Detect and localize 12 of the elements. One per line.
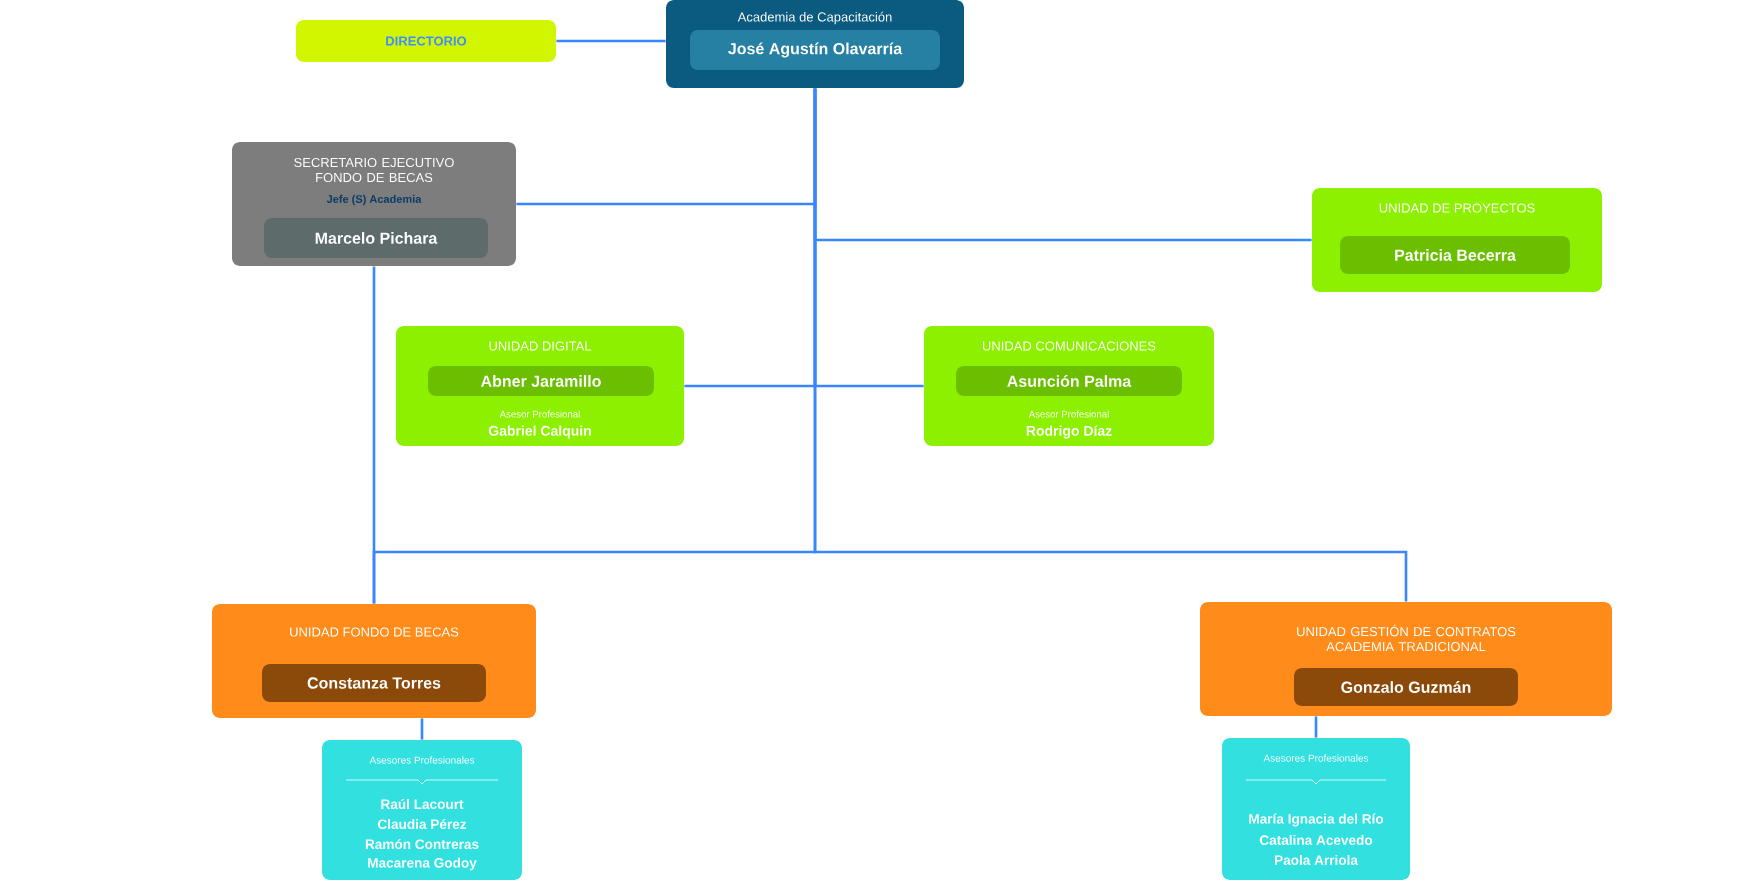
- connector-line: [813, 88, 1408, 602]
- connector-line: [556, 39, 666, 43]
- name-pill: Gonzalo Guzmán: [1294, 668, 1518, 706]
- name-pill: Asunción Palma: [956, 366, 1182, 396]
- name-pill: José Agustín Olavarría: [690, 30, 940, 70]
- name-pill: Marcelo Pichara: [264, 218, 488, 258]
- name-pill: Constanza Torres: [262, 664, 486, 702]
- connector-line: [372, 266, 376, 604]
- name-pill: Abner Jaramillo: [428, 366, 654, 396]
- connector-line: [420, 718, 424, 740]
- name-pill: Patricia Becerra: [1340, 236, 1570, 274]
- connector-line: [1314, 716, 1318, 738]
